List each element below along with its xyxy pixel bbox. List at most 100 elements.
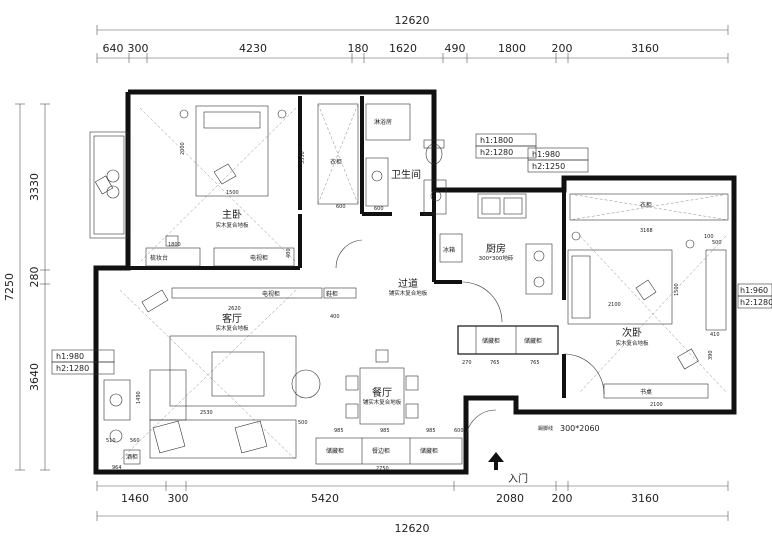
top-dim-8: 200 [552, 42, 573, 55]
dim-living-1490: 1490 [136, 391, 142, 404]
second-bedroom-floor: 实木复合地板 [615, 339, 649, 347]
dim-living-510: 510 [106, 438, 116, 444]
bottom-dim-2: 300 [168, 492, 189, 505]
living-room-label: 客厅 [222, 312, 242, 325]
kitchen: 冰箱 厨房 300*300地砖 [439, 193, 553, 295]
dim-wardrobe-3330: 3330 [300, 151, 306, 164]
height-tag-2: h1:980 h2:1250 [527, 147, 589, 173]
dining-room: 餐厅 铺实木复合地板 储藏柜 餐边柜 储藏柜 985 985 985 2750 … [315, 349, 464, 472]
bottom-dimensions: 1460 300 5420 2080 200 3160 12620 [96, 481, 729, 535]
bottom-dim-3: 5420 [311, 492, 339, 505]
walls [93, 89, 737, 475]
dim-living-2530: 2530 [200, 410, 213, 416]
storage-cabinet-2-label: 储藏柜 [524, 337, 542, 345]
wardrobe-area: 衣柜 3330 600 [300, 103, 359, 210]
shower-label: 淋浴房 [374, 118, 392, 126]
tile-prefix: 踢脚线 [538, 425, 553, 432]
kitchen-label: 厨房 [486, 242, 506, 255]
corridor-label: 过道 [398, 277, 418, 290]
bottom-dim-4: 2080 [496, 492, 524, 505]
height-tag-3-h2: h2:1280 [740, 298, 772, 307]
dim-service-270: 270 [462, 360, 472, 366]
top-dimensions: 12620 640 300 4230 180 1620 490 1800 200… [96, 14, 729, 63]
height-tag-1-h2: h2:1280 [480, 148, 513, 157]
second-bed-wardrobe-label: 衣柜 [640, 201, 652, 209]
height-tag-3: h1:960 h2:1280 [737, 283, 772, 309]
dim-second-2100b: 2100 [650, 402, 663, 408]
top-dim-3: 4230 [239, 42, 267, 55]
left-total-dimension: 7250 [3, 273, 16, 301]
master-bedroom-floor: 实木复合地板 [215, 221, 249, 229]
dim-dining-600: 600 [454, 428, 464, 434]
height-tag-1-h1: h1:1800 [480, 136, 513, 145]
entrance-label: 入门 [508, 472, 528, 485]
storage-cabinet-3-label: 储藏柜 [326, 447, 344, 455]
height-tag-2-h1: h1:980 [532, 150, 560, 159]
left-dim-2: 280 [28, 267, 41, 288]
balcony [89, 131, 129, 239]
dim-bath-600: 600 [374, 206, 384, 212]
dim-second-390: 390 [708, 350, 714, 360]
left-dimensions: 7250 3330 280 3640 [3, 103, 50, 471]
entrance: 入门 [465, 409, 528, 485]
dim-second-500: 500 [712, 240, 722, 246]
dim-dining-2750: 2750 [376, 466, 389, 472]
entrance-arrow-icon [488, 452, 504, 470]
dim-second-2100: 2100 [608, 302, 621, 308]
dim-second-410: 410 [710, 332, 720, 338]
top-dim-6: 490 [445, 42, 466, 55]
top-dim-4: 180 [348, 42, 369, 55]
tile-note: 踢脚线 300*2060 [538, 424, 600, 433]
dim-master-1500: 1500 [226, 190, 239, 196]
desk-label: 书桌 [640, 388, 652, 396]
dim-service-765b: 765 [530, 360, 540, 366]
living-room: 电视柜 2620 鞋柜 400 客厅 实木复合地板 2530 500 1490 … [103, 287, 357, 471]
dim-living-964: 964 [112, 465, 122, 471]
second-bedroom: 衣柜 3168 1500 2100 100 500 次卧 实木复合地板 410 … [563, 193, 729, 408]
master-tv-cabinet-label: 电视柜 [250, 254, 268, 262]
dining-room-floor: 铺实木复合地板 [363, 398, 402, 406]
left-dim-1: 3330 [28, 173, 41, 201]
dining-room-label: 餐厅 [372, 386, 392, 399]
master-bedroom: 2000 1500 主卧 实木复合地板 梳妆台 1800 电视柜 400 [139, 105, 297, 267]
height-tag-2-h2: h2:1250 [532, 162, 565, 171]
bathroom-label: 卫生间 [391, 168, 421, 181]
height-tag-1: h1:1800 h2:1280 [475, 133, 537, 159]
second-bedroom-label: 次卧 [622, 326, 642, 339]
storage-cabinet-4-label: 储藏柜 [420, 447, 438, 455]
bottom-total-dimension: 12620 [395, 522, 430, 535]
top-dim-7: 1800 [498, 42, 526, 55]
bottom-dim-1: 1460 [121, 492, 149, 505]
left-dim-3: 3640 [28, 363, 41, 391]
dim-master-2000: 2000 [180, 142, 186, 155]
storage-cabinet-1-label: 储藏柜 [482, 337, 500, 345]
top-dim-1: 640 [103, 42, 124, 55]
master-bedroom-label: 主卧 [222, 208, 242, 221]
wardrobe-label: 衣柜 [330, 158, 342, 166]
dim-dining-985b: 985 [380, 428, 390, 434]
corridor-floor: 铺实木复合地板 [389, 289, 428, 297]
bathroom: 淋浴房 卫生间 600 [365, 103, 447, 215]
bottom-dim-6: 3160 [631, 492, 659, 505]
top-dim-5: 1620 [389, 42, 417, 55]
vanity-label: 梳妆台 [150, 254, 168, 262]
height-tag-4: h1:980 h2:1280 [51, 349, 115, 375]
top-dim-2: 300 [128, 42, 149, 55]
wine-cabinet-label: 酒柜 [126, 453, 138, 461]
corridor: 过道 铺实木复合地板 [335, 239, 503, 323]
kitchen-floor: 300*300地砖 [479, 254, 514, 262]
dim-living-560: 560 [130, 438, 140, 444]
service-cabinets: 储藏柜 储藏柜 270 765 765 [462, 326, 542, 366]
dim-shoe-400: 400 [330, 314, 340, 320]
dim-living-2620: 2620 [228, 306, 241, 312]
top-total-dimension: 12620 [395, 14, 430, 27]
dim-dining-985a: 985 [334, 428, 344, 434]
living-tv-cabinet-label: 电视柜 [262, 290, 280, 298]
dim-service-765a: 765 [490, 360, 500, 366]
dim-second-1500: 1500 [674, 283, 680, 296]
sideboard-label: 餐边柜 [372, 447, 390, 455]
living-room-floor: 实木复合地板 [215, 324, 249, 332]
dim-master-400: 400 [286, 248, 292, 258]
height-tag-3-h1: h1:960 [740, 286, 768, 295]
